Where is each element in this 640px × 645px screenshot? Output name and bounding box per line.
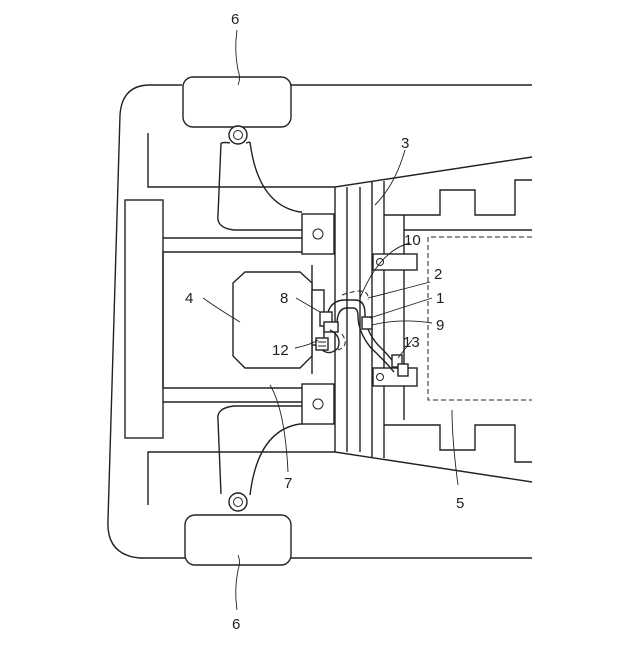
wheel-top — [183, 77, 291, 127]
knuckle-bottom — [229, 493, 247, 511]
front-block — [125, 200, 163, 438]
label-battery-area: 5 — [456, 495, 464, 512]
label-motor: 4 — [185, 290, 193, 307]
label-fitting-motor: 8 — [280, 290, 288, 307]
clamp-upper — [373, 254, 417, 270]
label-wheel-bottom: 6 — [232, 616, 240, 633]
wheel-bottom — [185, 515, 291, 565]
label-pipe: 2 — [434, 266, 442, 283]
label-wheel-top: 6 — [231, 11, 239, 28]
suspension-arm-top — [218, 142, 302, 230]
clamp-lower — [373, 368, 417, 386]
label-bracket-connector: 13 — [403, 334, 420, 351]
label-hose-clamp: 10 — [404, 232, 421, 249]
label-fitting-frame: 1 — [436, 290, 444, 307]
mount-upper — [302, 214, 334, 254]
label-arm: 7 — [284, 475, 292, 492]
fitting-frame — [362, 317, 408, 376]
label-connector-frame: 9 — [436, 317, 444, 334]
label-connector-motor: 12 — [272, 342, 289, 359]
label-frame: 3 — [401, 135, 409, 152]
knuckle-top — [229, 126, 247, 144]
frame — [335, 181, 384, 458]
mount-lower — [302, 384, 334, 424]
